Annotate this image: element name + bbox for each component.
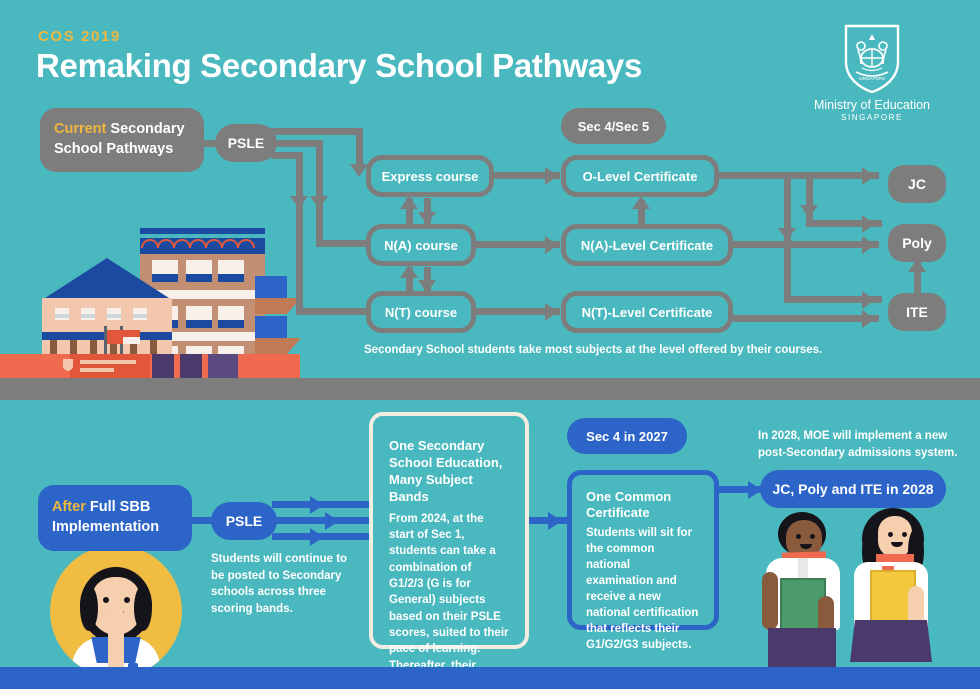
certificate-label-olevel: O-Level Certificate [582,168,698,184]
arrow-to-ite-upper [862,291,875,309]
certificate-box-olevel: O-Level Certificate [561,155,719,197]
arrow-certificate-to-destination [748,481,762,499]
stage-label-sec4-2027: Sec 4 in 2027 [567,418,687,454]
destination-label-jc: JC [908,176,926,192]
arrow-na-to-nalevel [545,236,558,254]
course-label-na: N(A) course [384,237,458,253]
top-psle-label: PSLE [227,135,265,151]
arrow-to-jc [862,167,875,185]
arrow-ntlevel-to-ite [862,310,875,328]
students-illustration [758,500,980,667]
moe-logo: SINGAPORE Ministry of Education SINGAPOR… [808,22,936,122]
page-kicker: COS 2019 [38,28,121,45]
bottom-section-label-accent: After [52,499,86,516]
course-box-nt: N(T) course [366,291,476,333]
moe-logo-name: Ministry of Education [813,98,931,112]
top-section-label-rest: Secondary School Pathways [54,121,185,157]
subject-bands-body: From 2024, at the start of Sec 1, studen… [389,512,509,688]
arrow-nalevel-to-poly [862,236,875,254]
course-box-na: N(A) course [366,224,476,266]
destination-label-ite: ITE [906,304,928,320]
bottom-psle-node: PSLE [211,502,277,540]
arrow-nt-to-ntlevel [545,303,558,321]
common-certificate-body: Students will sit for the common nationa… [586,526,699,652]
arrow-na-to-nt [418,280,436,293]
arrow-nt-to-na [400,265,418,278]
section-divider-band [0,378,980,400]
arrow-express-to-na [418,212,436,225]
arrow-to-poly-upper [862,215,875,233]
bottom-bar [0,667,980,689]
admissions-note: In 2028, MOE will implement a new post-S… [758,430,958,459]
top-section-caption: Secondary School students take most subj… [364,344,823,356]
top-section-label-accent: Current [54,121,107,138]
stage-label-sec4-2027-text: Sec 4 in 2027 [586,428,668,444]
bottom-psle-label: PSLE [225,513,263,529]
bottom-section-label: After Full SBB Implementation [38,485,192,551]
destination-box-jc: JC [888,165,946,203]
arrow-psle-band-3 [310,528,324,546]
arrow-psle-band-1 [310,496,324,514]
arrow-olevel-down-ite [778,228,796,241]
stage-label-sec4-sec5-text: Sec 4/Sec 5 [577,118,650,134]
destination-label-poly: Poly [902,235,932,251]
common-certificate-box: One Common Certificate Students will sit… [567,470,719,651]
stage-label-sec4-sec5: Sec 4/Sec 5 [561,108,666,144]
arrow-nalevel-to-olevel [632,196,650,209]
course-label-express: Express course [381,168,479,184]
arrow-olevel-down-poly [800,205,818,218]
subject-bands-box: One Secondary School Education, Many Sub… [369,412,529,688]
destination-box-2028: JC, Poly and ITE in 2028 [760,470,946,508]
arrow-psle-to-na [310,196,328,209]
moe-logo-subtitle: SINGAPORE [841,113,903,122]
student-avatar-circle [50,545,182,677]
svg-text:SINGAPORE: SINGAPORE [859,76,886,81]
top-section-label: Current Secondary School Pathways [40,108,204,172]
certificate-box-ntlevel: N(T)-Level Certificate [561,291,733,333]
page-title: Remaking Secondary School Pathways [36,47,643,84]
moe-crest-icon: SINGAPORE [844,24,900,94]
arrow-na-to-express [400,196,418,209]
certificate-box-nalevel: N(A)-Level Certificate [561,224,733,266]
arrow-psle-band-2 [325,512,339,530]
arrow-psle-to-nt [290,196,308,209]
arrow-psle-to-express [350,164,368,177]
destination-label-2028: JC, Poly and ITE in 2028 [772,481,934,497]
arrow-express-to-olevel [545,167,558,185]
common-certificate-heading: One Common Certificate [586,489,672,521]
destination-box-poly: Poly [888,224,946,262]
bottom-section-label-rest: Full SBB Implementation [52,499,160,535]
subject-bands-heading: One Secondary School Education, Many Sub… [389,438,503,504]
arrow-ite-to-poly [908,259,926,272]
destination-box-ite: ITE [888,293,946,331]
certificate-label-nalevel: N(A)-Level Certificate [580,237,714,253]
school-building-illustration [0,228,301,378]
arrow-bands-to-certificate [548,512,562,530]
top-psle-node: PSLE [215,124,277,162]
course-box-express: Express course [366,155,494,197]
psle-posting-note: Students will continue to be posted to S… [211,553,348,616]
course-label-nt: N(T) course [384,304,458,320]
certificate-label-ntlevel: N(T)-Level Certificate [581,304,713,320]
